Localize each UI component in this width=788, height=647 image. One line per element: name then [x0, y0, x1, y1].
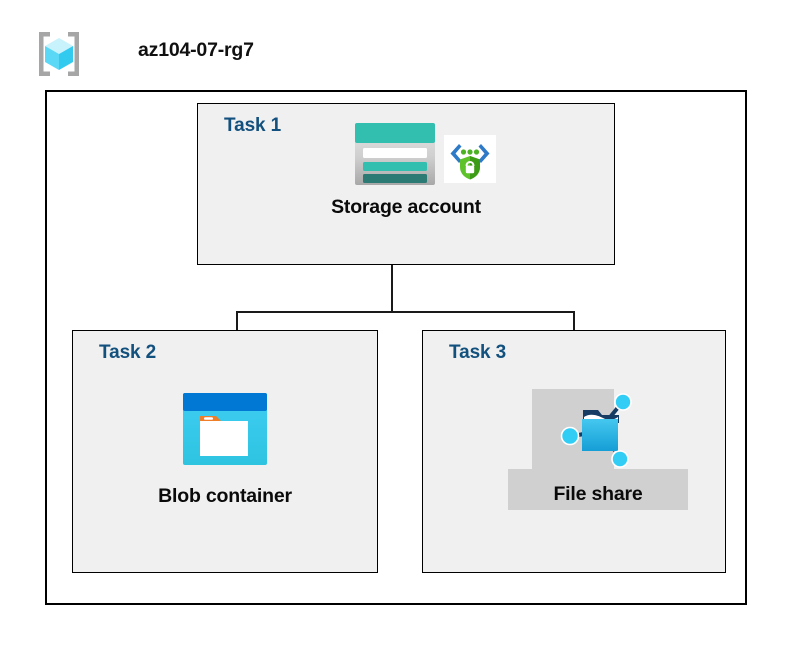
task-2-label: Task 2 [99, 342, 157, 363]
private-endpoint-icon [444, 135, 496, 183]
blob-container-icon [180, 390, 270, 468]
file-share-label-highlight [508, 469, 688, 510]
connector-horizontal-bus [236, 311, 575, 313]
storage-account-caption: Storage account [331, 196, 481, 218]
storage-account-icon [352, 120, 438, 188]
task-1-label: Task 1 [224, 115, 282, 136]
blob-container-caption: Blob container [158, 485, 292, 507]
file-share-caption: File share [553, 483, 643, 505]
node-storage-account[interactable]: Storage account [197, 118, 615, 218]
resource-group-name: az104-07-rg7 [138, 39, 254, 61]
node-blob-container[interactable]: Blob container [72, 390, 378, 507]
azure-resource-group-icon [33, 28, 85, 80]
connector-storage-trunk [391, 265, 393, 313]
file-share-icon [557, 389, 639, 471]
task-3-label: Task 3 [449, 342, 507, 363]
resource-group-header: az104-07-rg7 [30, 26, 370, 82]
storage-icon-row [197, 118, 615, 190]
node-file-share[interactable]: File share [508, 389, 688, 505]
